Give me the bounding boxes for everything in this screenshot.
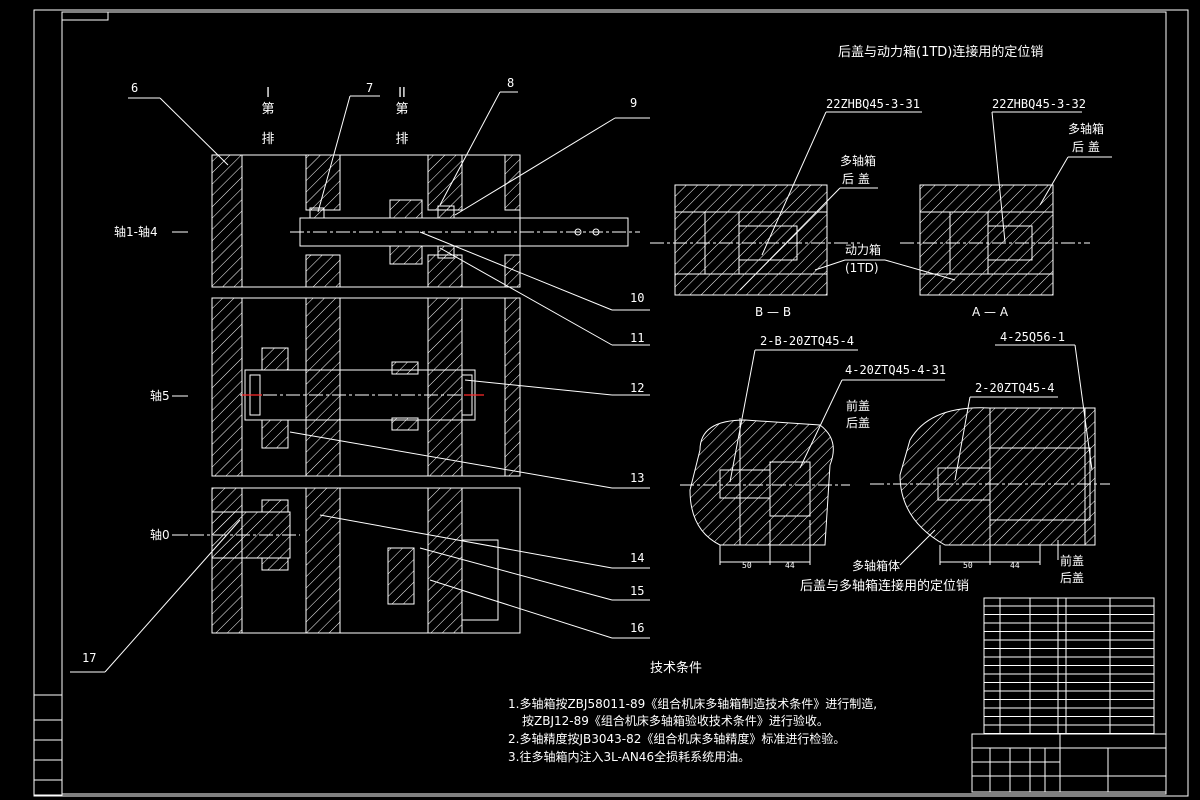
- row1-roman: I: [266, 86, 270, 101]
- drawing-frame: [33, 9, 1189, 797]
- tech-heading: 技术条件: [650, 660, 702, 676]
- dim-50-a: 50: [742, 561, 752, 570]
- tech-line-1: 1.多轴箱按ZBJ58011-89《组合机床多轴箱制造技术条件》进行制造,: [508, 696, 877, 711]
- row1-char1: 第: [261, 102, 274, 117]
- callout-9: 9: [630, 96, 637, 110]
- callout-13: 13: [630, 471, 644, 485]
- part-2-20ZTQ45-4: 2-20ZTQ45-4: [975, 381, 1054, 395]
- row-labels: I 第 排 II 第 排: [261, 86, 408, 147]
- axis-5-label: 轴5: [150, 388, 170, 403]
- tech-conditions: 技术条件 1.多轴箱按ZBJ58011-89《组合机床多轴箱制造技术条件》进行制…: [508, 660, 877, 764]
- dim-44-b: 44: [1010, 561, 1020, 570]
- note-front-cover-2: 前盖: [1060, 553, 1084, 568]
- axis-0-label: 轴0: [150, 527, 170, 542]
- callout-8: 8: [507, 76, 514, 90]
- note-rear-cover-3: 后盖: [846, 416, 870, 430]
- callout-14: 14: [630, 551, 644, 565]
- callout-15: 15: [630, 584, 644, 598]
- part-2-B-20ZTQ45-4: 2-B-20ZTQ45-4: [760, 334, 854, 348]
- part-22ZHBQ45-3-31: 22ZHBQ45-3-31: [826, 97, 920, 111]
- section-aa-label: A — A: [972, 305, 1009, 319]
- row2-char1: 第: [395, 102, 408, 117]
- tech-line-4: 3.往多轴箱内注入3L-AN46全损耗系统用油。: [508, 749, 750, 764]
- title-pin-power-box: 后盖与动力箱(1TD)连接用的定位销: [838, 44, 1043, 60]
- note-multi-box-body: 多轴箱体: [852, 558, 900, 573]
- parts-table: [971, 597, 1167, 793]
- section-bb: B — B: [650, 184, 860, 319]
- note-multi-box-2: 多轴箱: [1068, 121, 1104, 136]
- dim-50-b: 50: [963, 561, 973, 570]
- note-multi-box-1: 多轴箱: [840, 153, 876, 168]
- callout-10: 10: [630, 291, 644, 305]
- axis-labels: 轴1-轴4 轴5 轴0: [114, 224, 188, 542]
- section-bb-label: B — B: [755, 305, 791, 319]
- callout-12: 12: [630, 381, 644, 395]
- note-power-box-code: (1TD): [845, 261, 879, 275]
- row2-char2: 排: [395, 132, 408, 147]
- bottom-right-labels: 2-B-20ZTQ45-4 4-20ZTQ45-4-31 4-25Q56-1 2…: [729, 330, 1093, 594]
- note-front-cover-1: 前盖: [846, 398, 870, 413]
- front-rear-cover-left: 50 44: [680, 418, 850, 570]
- tech-line-2: 按ZBJ12-89《组合机床多轴箱验收技术条件》进行验收。: [522, 713, 829, 728]
- note-rear-cover-1: 后 盖: [842, 172, 870, 186]
- title-pin-multi-box: 后盖与多轴箱连接用的定位销: [800, 578, 969, 594]
- row2-roman: II: [398, 86, 406, 101]
- callouts: 6 7 8 9 10 11 12 13 14 15 16 17: [70, 76, 650, 673]
- top-right-labels: 22ZHBQ45-3-31 22ZHBQ45-3-32 多轴箱 后 盖 多轴箱 …: [739, 97, 1112, 291]
- callout-11: 11: [630, 331, 644, 345]
- title-block: [971, 733, 1167, 793]
- axis-1-4-label: 轴1-轴4: [114, 224, 158, 239]
- part-22ZHBQ45-3-32: 22ZHBQ45-3-32: [992, 97, 1086, 111]
- note-rear-cover-4: 后盖: [1060, 571, 1084, 585]
- bottom-block: [211, 487, 521, 634]
- note-power-box: 动力箱: [845, 242, 881, 257]
- dim-44-a: 44: [785, 561, 795, 570]
- part-4-20ZTQ45-4-31: 4-20ZTQ45-4-31: [845, 363, 946, 377]
- callout-17: 17: [82, 651, 96, 665]
- front-rear-cover-right: 50 44: [870, 407, 1110, 570]
- main-assembly: [190, 154, 640, 634]
- tech-line-3: 2.多轴精度按JB3043-82《组合机床多轴精度》标准进行检验。: [508, 731, 845, 746]
- part-4-25Q56-1: 4-25Q56-1: [1000, 330, 1065, 344]
- middle-block: [211, 297, 521, 477]
- row1-char2: 排: [261, 132, 274, 147]
- callout-6: 6: [131, 81, 138, 95]
- note-rear-cover-2: 后 盖: [1072, 140, 1100, 154]
- callout-7: 7: [366, 81, 373, 95]
- callout-16: 16: [630, 621, 644, 635]
- section-aa: A — A: [900, 184, 1090, 319]
